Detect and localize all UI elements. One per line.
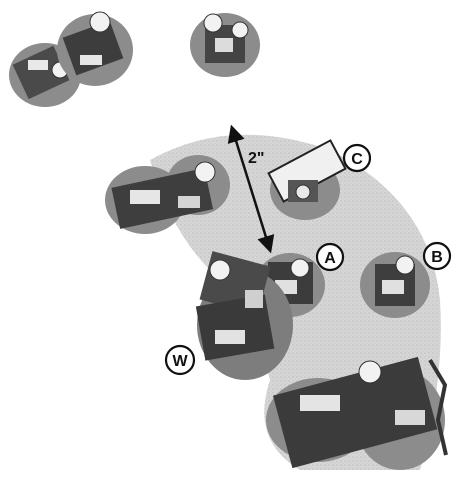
marker-w-label: W: [172, 353, 188, 370]
marker-a: A: [317, 244, 343, 270]
model-b: [360, 252, 430, 318]
marker-b: B: [424, 243, 450, 269]
marker-a-label: A: [324, 250, 336, 267]
marker-c: C: [344, 145, 370, 171]
marker-w: W: [166, 346, 194, 374]
distance-label: 2": [248, 150, 264, 167]
marker-b-label: B: [431, 249, 443, 266]
model-top-center: [190, 13, 260, 77]
model-top-left-right: [57, 12, 133, 86]
marker-c-label: C: [351, 151, 363, 168]
